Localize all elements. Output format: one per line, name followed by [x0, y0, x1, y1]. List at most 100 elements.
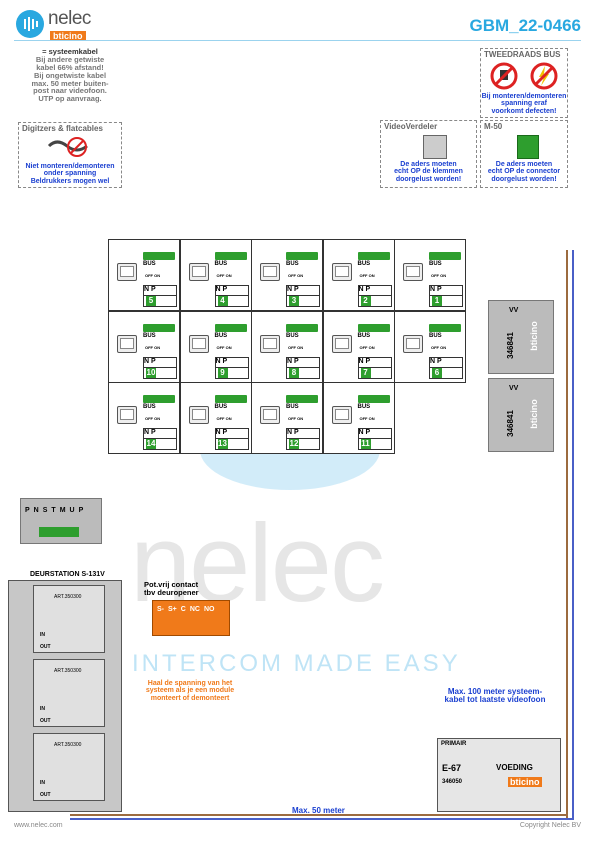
psu-model: E-67 [442, 763, 462, 773]
monitor-number: 4 [214, 295, 249, 307]
deurstation: ART.350300 IN OUT ART.350300 IN OUT ART.… [8, 580, 122, 812]
monitor-number: 2 [357, 295, 392, 307]
m50-warning: De aders moeten echt OP de connector doo… [481, 161, 567, 183]
monitor-icon [117, 406, 137, 424]
warning-line: spanning eraf [501, 100, 547, 108]
m50-box: M-50 De aders moeten echt OP de connecto… [480, 120, 568, 188]
switch-label: OFF ON [359, 344, 375, 350]
switch-label: OFF ON [431, 344, 447, 350]
monitor-number: 3 [286, 295, 320, 307]
legend-line: post naar videofoon. [33, 86, 107, 96]
dip-label: N [33, 507, 39, 514]
bottom-wire [70, 814, 568, 816]
monitor-icon [403, 263, 423, 281]
bus-terminal [214, 252, 247, 260]
switch-label: OFF ON [216, 416, 232, 421]
dip-label: P [78, 507, 84, 514]
bus-wire-right [572, 250, 574, 820]
dip-label: S [42, 507, 48, 514]
switch-label: OFF ON [145, 273, 161, 278]
brand-name: nelec [48, 8, 91, 29]
bus-label: BUS [357, 404, 371, 410]
warning-line: De aders moeten [400, 161, 457, 168]
flatcable-icon [47, 136, 91, 158]
bus-terminal [429, 252, 461, 260]
videoverdeler-title: VideoVerdeler [384, 122, 438, 131]
warning-line: Haal de spanning van het [147, 680, 233, 687]
bus-terminal [357, 323, 390, 332]
bus-wire-right [566, 250, 568, 820]
legend-line: UTP op aanvraag. [38, 94, 102, 104]
module-code: ART.350300 [54, 742, 82, 748]
distributor-brand: bticino [528, 321, 539, 351]
monitor-icon [117, 263, 137, 281]
warning-line: De aders moeten [495, 161, 553, 168]
digitizers-warning: Niet monteren/demonteren onder spanning … [19, 163, 121, 185]
monitor-number: 8 [286, 366, 320, 379]
bus-terminal [286, 395, 318, 403]
dip-label: M [59, 507, 66, 514]
bus-label: BUS [429, 332, 442, 339]
video-distributor: VV 346841 bticino [488, 300, 554, 374]
digitizers-title: Digitzers & flatcables [22, 124, 103, 133]
contact-terminal: S- [157, 606, 164, 613]
bus-label: BUS [357, 332, 371, 339]
contact-terminal: NO [203, 606, 215, 613]
bus-label: BUS [286, 261, 299, 267]
monitor-number: 7 [357, 366, 392, 379]
bus-label: BUS [214, 332, 228, 339]
monitor-number: 6 [429, 366, 463, 379]
no-lightning-icon [529, 61, 559, 91]
legend-line: Bij ongetwiste kabel [33, 70, 107, 80]
distributor-code: 346841 [505, 410, 515, 437]
monitor-icon [260, 334, 280, 353]
power-supply: PRIMAIR E-67 VOEDING 346050 bticino [437, 738, 561, 812]
warning-line: Beldrukkers mogen wel [30, 177, 110, 185]
psu-code: 346050 [442, 779, 463, 785]
bus-terminal [357, 252, 390, 260]
module: ART.350300 IN OUT [33, 733, 105, 801]
monitor-number: 11 [357, 438, 392, 450]
bus-label: BUS [143, 404, 156, 410]
warning-line: Bij monteren/demonteren [481, 93, 567, 100]
warning-line: Niet monteren/demonteren [25, 163, 115, 170]
switch-label: OFF ON [288, 416, 304, 421]
warning-line: doorgelust worden! [395, 175, 462, 183]
monitor-number: 1 [429, 295, 463, 307]
deurstation-title: DEURSTATION S-131V [30, 571, 105, 578]
monitor-icon [188, 334, 209, 353]
psu-brand: bticino [508, 777, 542, 787]
dip-label: T [51, 507, 56, 514]
note-line: Max. 100 meter systeem- [447, 687, 543, 696]
module-in: IN [40, 706, 45, 712]
distributor-brand: bticino [528, 399, 539, 429]
terminal-block-icon [423, 135, 447, 159]
monitor-number: 12 [286, 438, 320, 450]
note-line: kabel tot laatste videofoon [444, 695, 546, 705]
bus-label: BUS [429, 261, 442, 267]
warning-line: echt OP de connector [487, 168, 561, 176]
monitor-number: 9 [214, 366, 249, 379]
warning-line: monteert of demonteert [150, 694, 230, 702]
switch-label: OFF ON [145, 344, 161, 350]
warning-line: echt OP de klemmen [394, 168, 463, 176]
module-code: ART.350300 [54, 594, 82, 600]
monitor-icon [331, 263, 352, 281]
nelec-logo: nelec bticino [16, 8, 126, 44]
module: ART.350300 IN OUT [33, 659, 105, 727]
module-code: ART.350300 [54, 668, 82, 674]
switch-label: OFF ON [288, 344, 304, 350]
bus-label: BUS [357, 261, 371, 267]
dip-label: U [69, 507, 75, 514]
distributor-code: 346841 [505, 332, 515, 359]
